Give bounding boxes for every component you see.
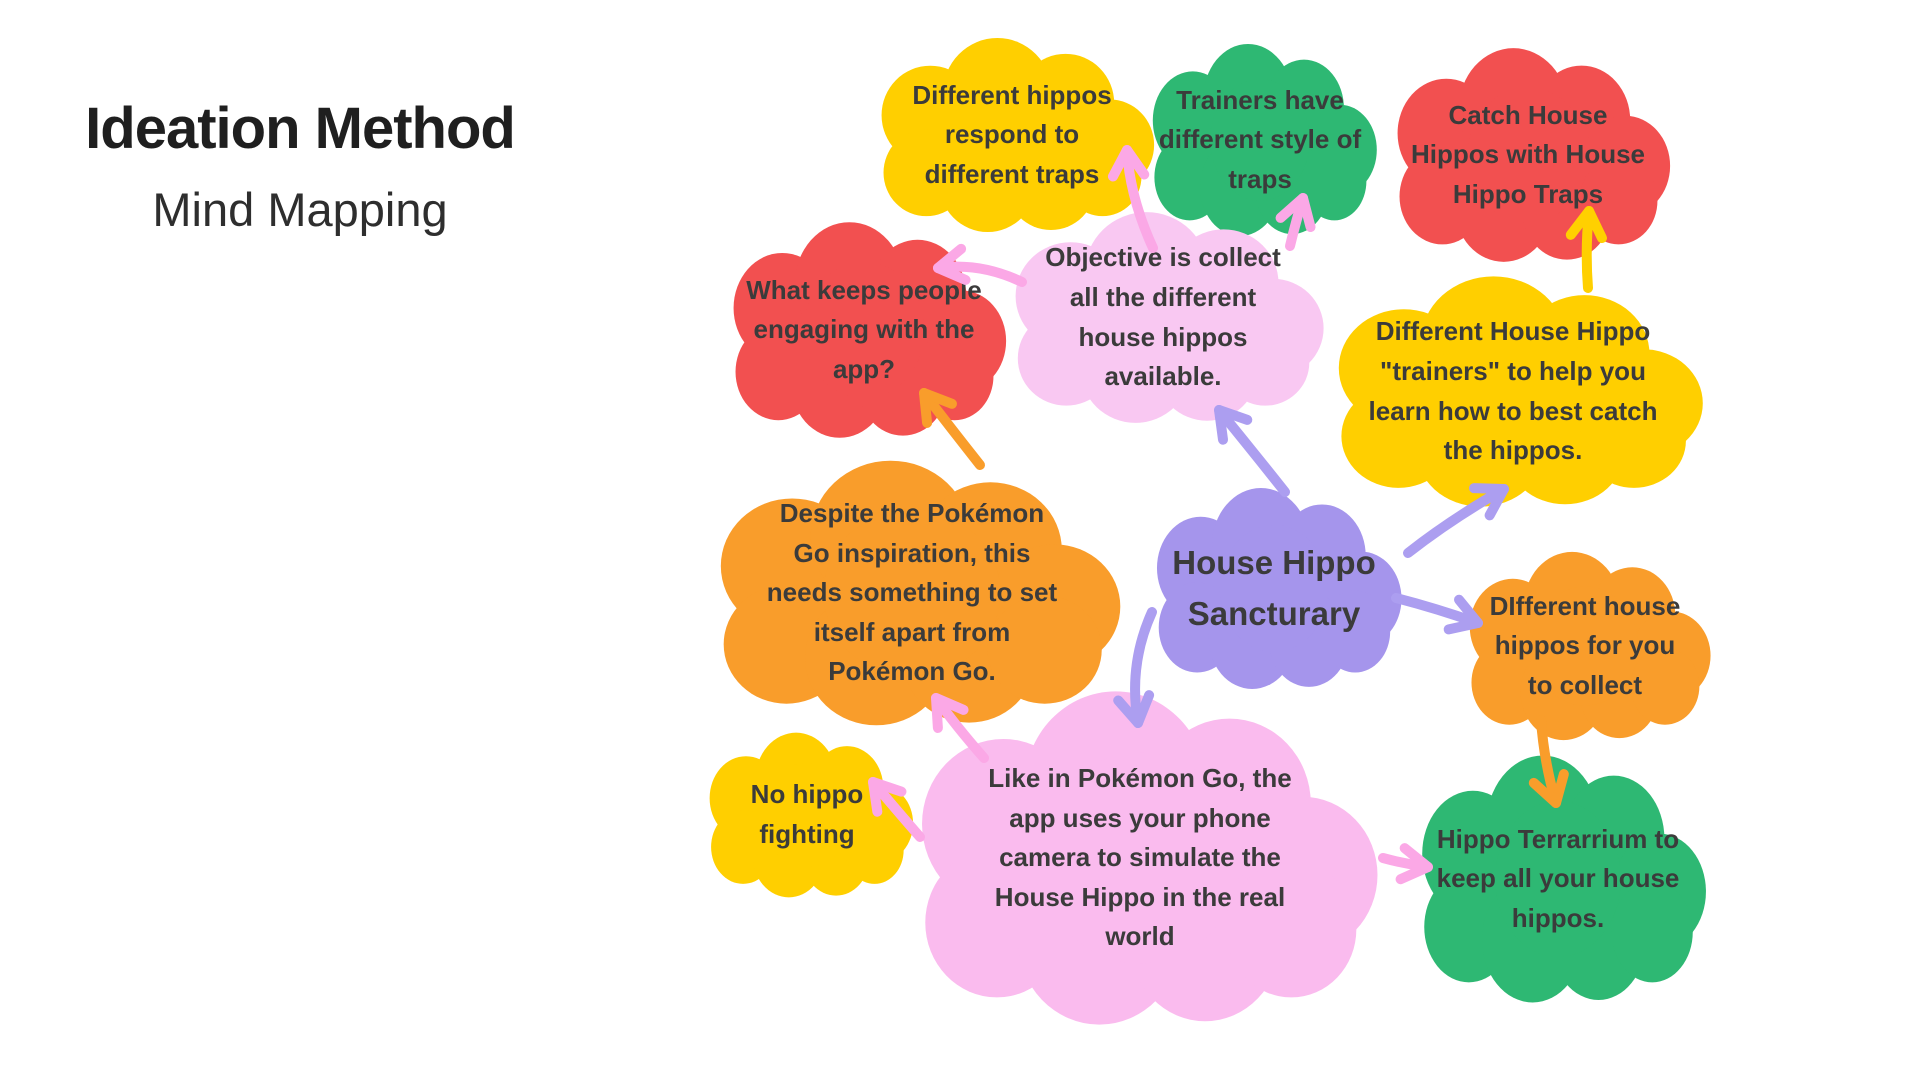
cloud-sanctuary: House Hippo Sancturary: [1143, 486, 1405, 691]
cloud-despite: Despite the Pokémon Go inspiration, this…: [698, 458, 1126, 728]
title-block: Ideation Method Mind Mapping: [30, 96, 570, 237]
page-title: Ideation Method: [85, 96, 516, 161]
cloud-text-camera: Like in Pokémon Go, the app uses your ph…: [988, 763, 1292, 952]
cloud-text-engaging: What keeps people engaging with the app?: [746, 274, 982, 384]
cloud-text-objective: Objective is collect all the different h…: [1045, 242, 1281, 392]
cloud-text-trainers: Trainers have different style of traps: [1158, 84, 1362, 194]
cloud-collect: DIfferent house hippos for you to collec…: [1456, 550, 1714, 742]
cloud-text-trainers-help: Different House Hippo "trainers" to help…: [1368, 316, 1658, 466]
cloud-text-different-traps: Different hippos respond to different tr…: [912, 79, 1112, 189]
cloud-text-catch: Catch House Hippos with House Hippo Trap…: [1411, 99, 1645, 209]
cloud-text-sanctuary: House Hippo Sancturary: [1172, 544, 1376, 632]
cloud-text-terrarium: Hippo Terrarrium to keep all your house …: [1436, 823, 1680, 933]
cloud-camera: Like in Pokémon Go, the app uses your ph…: [896, 688, 1384, 1028]
cloud-no-fighting: No hippo fighting: [698, 731, 916, 899]
cloud-text-collect: DIfferent house hippos for you to collec…: [1489, 590, 1681, 700]
cloud-text-no-fighting: No hippo fighting: [750, 779, 864, 849]
cloud-trainers-help: Different House Hippo "trainers" to help…: [1318, 274, 1708, 509]
cloud-catch: Catch House Hippos with House Hippo Trap…: [1382, 46, 1674, 264]
cloud-trainers: Trainers have different style of traps: [1140, 42, 1380, 238]
cloud-engaging: What keeps people engaging with the app?: [718, 220, 1010, 440]
cloud-text-despite: Despite the Pokémon Go inspiration, this…: [766, 498, 1058, 687]
cloud-terrarium: Hippo Terrarrium to keep all your house …: [1406, 753, 1710, 1005]
page-subtitle: Mind Mapping: [152, 182, 448, 236]
cloud-different-traps: Different hippos respond to different tr…: [866, 36, 1158, 234]
cloud-objective: Objective is collect all the different h…: [998, 210, 1328, 425]
